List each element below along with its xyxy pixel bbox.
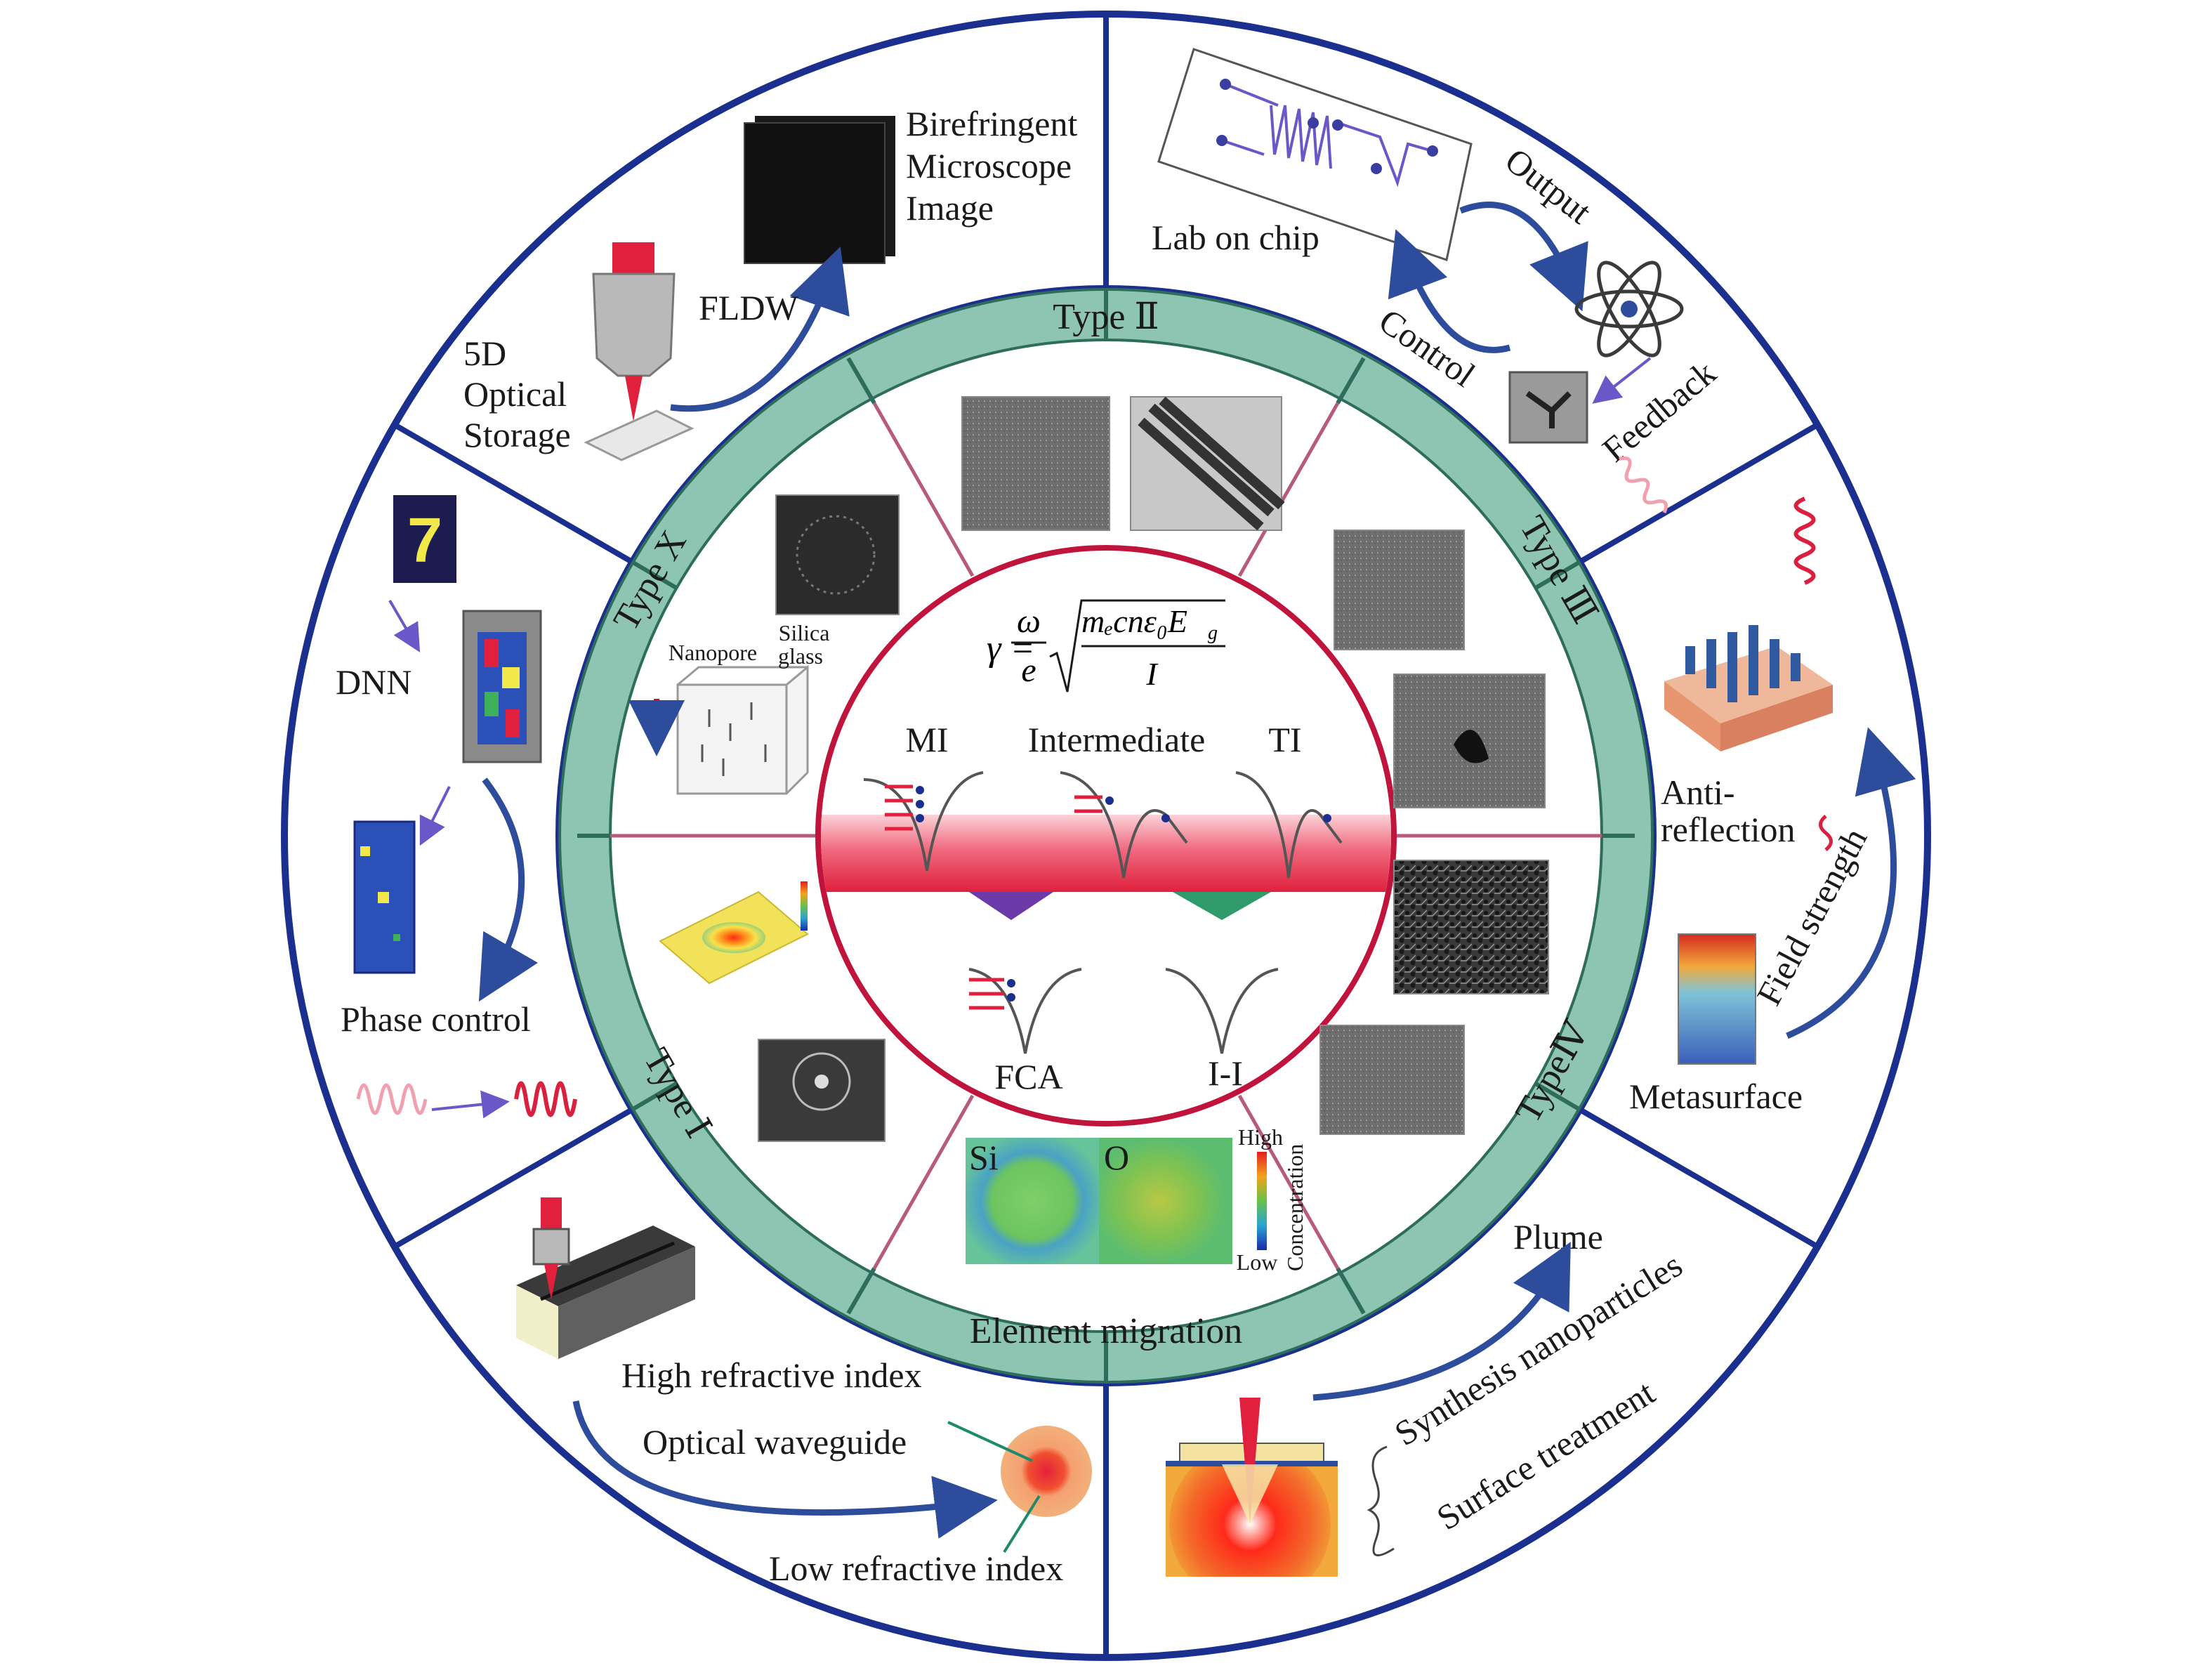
sem-image-rough xyxy=(1319,1025,1465,1135)
digit-image: 7 xyxy=(393,495,456,583)
label-waveguide: Optical waveguide xyxy=(643,1422,907,1462)
plume-arrow xyxy=(1312,1242,1571,1401)
label-dnn: DNN xyxy=(336,662,412,702)
label-mi: MI xyxy=(905,720,948,759)
label-nanopore: Nanopore xyxy=(669,640,757,665)
valley-fca xyxy=(969,892,1053,920)
brace xyxy=(1367,1445,1395,1556)
wave-out xyxy=(514,1081,577,1117)
formula-root-denominator: I xyxy=(1145,656,1159,692)
waveguide-block xyxy=(516,1197,695,1359)
label-anti-1: Anti- xyxy=(1661,773,1735,812)
output-arrow xyxy=(1459,202,1588,312)
label-fldw: FLDW xyxy=(699,288,798,327)
inner-spokes xyxy=(610,402,1602,1270)
label-glass: glass xyxy=(778,643,823,669)
formula-root-subscript: g xyxy=(1208,622,1218,644)
sqrt-sign xyxy=(1049,599,1225,692)
label-fca: FCA xyxy=(994,1057,1062,1096)
label-phase-control: Phase control xyxy=(341,999,531,1039)
element-map-si xyxy=(966,1138,1099,1264)
atom-icon xyxy=(1574,261,1684,357)
feedback-chip xyxy=(1508,371,1588,444)
middle-dividers xyxy=(577,289,1635,1382)
label-concentration: Concentration xyxy=(1282,1144,1308,1271)
anti-reflection-structure xyxy=(1664,625,1833,751)
outer-dividers xyxy=(393,14,1819,1657)
label-storage-1: 5D xyxy=(463,334,506,373)
photon-arrows xyxy=(885,784,1102,1010)
label-plume: Plume xyxy=(1513,1217,1603,1256)
label-si: Si xyxy=(969,1138,999,1177)
heat-map-3d xyxy=(659,881,809,985)
sem-image-stripes xyxy=(1130,396,1285,531)
birefringent-image xyxy=(744,116,895,264)
waveguide-cross-section xyxy=(1001,1426,1092,1517)
keldysh-formula: γ = ω e mₑcnε₀E g I xyxy=(987,599,1225,692)
surface-treatment-figure xyxy=(1166,1398,1338,1577)
label-o: O xyxy=(1104,1138,1129,1177)
digit-seven: 7 xyxy=(407,506,442,576)
waveguide-pointer-top xyxy=(947,1421,1033,1462)
potential-wells xyxy=(863,771,1343,1054)
dnn-arrow-out xyxy=(419,786,451,846)
wave-reflected xyxy=(1793,497,1816,585)
wave-small xyxy=(1819,815,1833,851)
valley-ii xyxy=(1173,892,1271,920)
label-high-ri: High refractive index xyxy=(621,1355,922,1395)
label-birefringent-2: Microscope xyxy=(906,146,1072,185)
element-map-o xyxy=(1099,1138,1232,1264)
objective-lens xyxy=(584,242,694,461)
formula-denominator: e xyxy=(1021,652,1036,689)
sem-image-crater xyxy=(1334,530,1465,650)
label-ti: TI xyxy=(1268,720,1301,759)
label-storage-3: Storage xyxy=(463,415,571,454)
label-metasurface: Metasurface xyxy=(1629,1077,1803,1116)
label-lab-on-chip: Lab on chip xyxy=(1152,218,1319,257)
electrons xyxy=(916,786,1331,1002)
wave-arrow xyxy=(431,1090,510,1119)
sem-image-porous xyxy=(1393,860,1549,994)
formula-root-numerator: mₑcnε₀E xyxy=(1081,603,1187,639)
label-intermediate: Intermediate xyxy=(1028,720,1206,759)
dnn-device xyxy=(462,610,542,763)
metasurface-field xyxy=(1678,933,1756,1065)
label-anti-2: reflection xyxy=(1661,810,1796,849)
lab-on-chip-device xyxy=(1157,48,1473,261)
field-strength-arrow xyxy=(1786,727,1916,1039)
label-low-ri: Low refractive index xyxy=(769,1549,1063,1588)
plasma-band xyxy=(821,815,1391,892)
wave-incident xyxy=(1619,456,1668,513)
phase-arrow xyxy=(478,777,539,1002)
label-birefringent-3: Image xyxy=(906,188,994,228)
formula-numerator: ω xyxy=(1017,603,1041,640)
phase-mask xyxy=(353,820,416,974)
nanopore-cube xyxy=(628,664,809,795)
fldw-arrow xyxy=(670,247,850,412)
feedback-arrow xyxy=(1592,357,1652,404)
control-arrow xyxy=(1388,229,1511,353)
waveguide-pointer-bottom xyxy=(1003,1495,1041,1554)
label-storage-2: Optical xyxy=(463,374,567,414)
sem-image-grating xyxy=(961,396,1110,531)
ring-label-type-ii: Type Ⅱ xyxy=(1053,297,1159,337)
label-silica: Silica xyxy=(779,620,830,645)
sem-image-nanopores xyxy=(775,494,900,615)
formula-lhs: γ = xyxy=(987,629,1035,669)
dnn-arrow-in xyxy=(388,599,421,652)
sem-image-void xyxy=(758,1039,886,1142)
wave-in xyxy=(356,1083,428,1115)
concentration-colorbar xyxy=(1257,1152,1267,1250)
waveguide-arrow xyxy=(572,1400,998,1539)
label-ii: I-I xyxy=(1208,1053,1243,1093)
ring-label-element-migration: Element migration xyxy=(970,1311,1242,1351)
label-birefringent-1: Birefringent xyxy=(906,104,1077,143)
label-low: Low xyxy=(1237,1249,1278,1275)
label-high: High xyxy=(1238,1124,1283,1150)
